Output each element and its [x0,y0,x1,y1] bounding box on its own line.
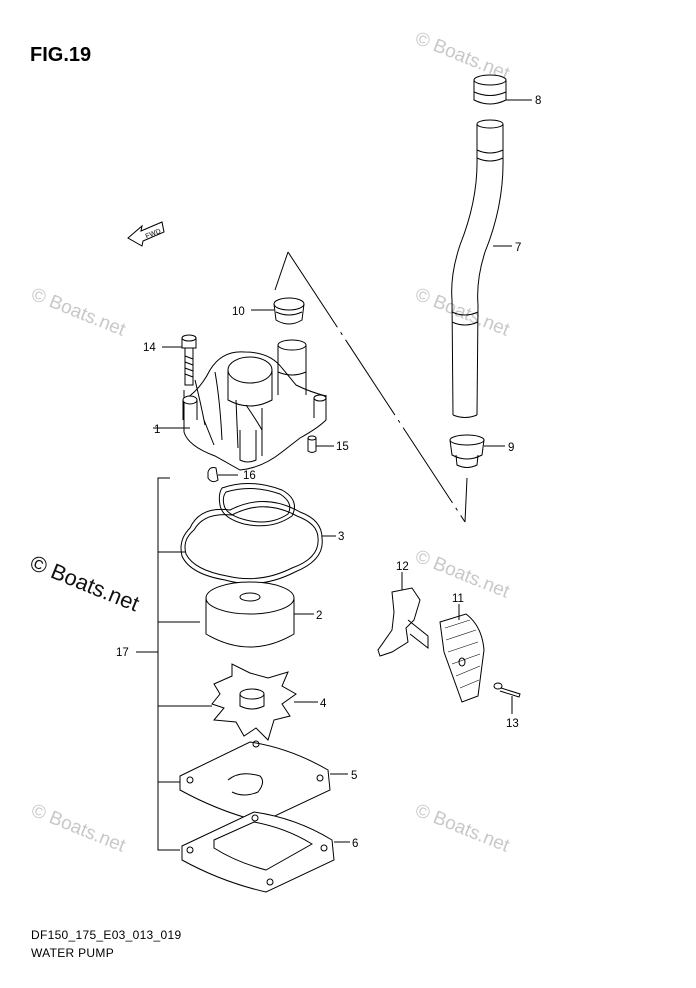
callout-8: 8 [535,95,541,107]
part-8-cap [473,74,507,105]
part-4-impeller [211,663,297,741]
part-1-pump-housing [182,339,327,471]
callout-9: 9 [508,442,514,454]
callout-6: 6 [352,838,358,850]
callout-10: 10 [232,306,245,318]
callout-7: 7 [515,242,521,254]
callout-1: 1 [154,424,160,436]
part-10-grommet [273,297,305,325]
diagram-caption: WATER PUMP [31,946,114,960]
figure-title: FIG.19 [30,44,92,66]
part-16-key [207,467,219,483]
fwd-arrow-icon: FWD [127,221,165,247]
callout-14: 14 [143,342,156,354]
callout-13: 13 [506,718,519,730]
callout-11: 11 [452,593,464,605]
callout-17: 17 [116,647,129,659]
part-9-grommet [449,434,485,468]
diagram-code: DF150_175_E03_013_019 [31,928,182,942]
part-13-screw [493,682,521,698]
callout-16: 16 [243,470,256,482]
part-7-tube [451,119,504,418]
callout-12: 12 [396,561,409,573]
part-15-pin [307,435,317,453]
part-6-gasket [181,811,335,893]
part-2-liner [205,581,295,648]
callout-15: 15 [336,441,349,453]
part-12-holder [377,587,429,657]
part-11-pad [439,613,485,703]
callout-4: 4 [320,698,327,710]
callout-5: 5 [351,770,357,782]
part-3-seal-ring [180,483,323,585]
callout-3: 3 [338,531,344,543]
part-5-plate [179,740,331,823]
callout-2: 2 [316,610,322,622]
part-14-bolt [181,334,197,386]
